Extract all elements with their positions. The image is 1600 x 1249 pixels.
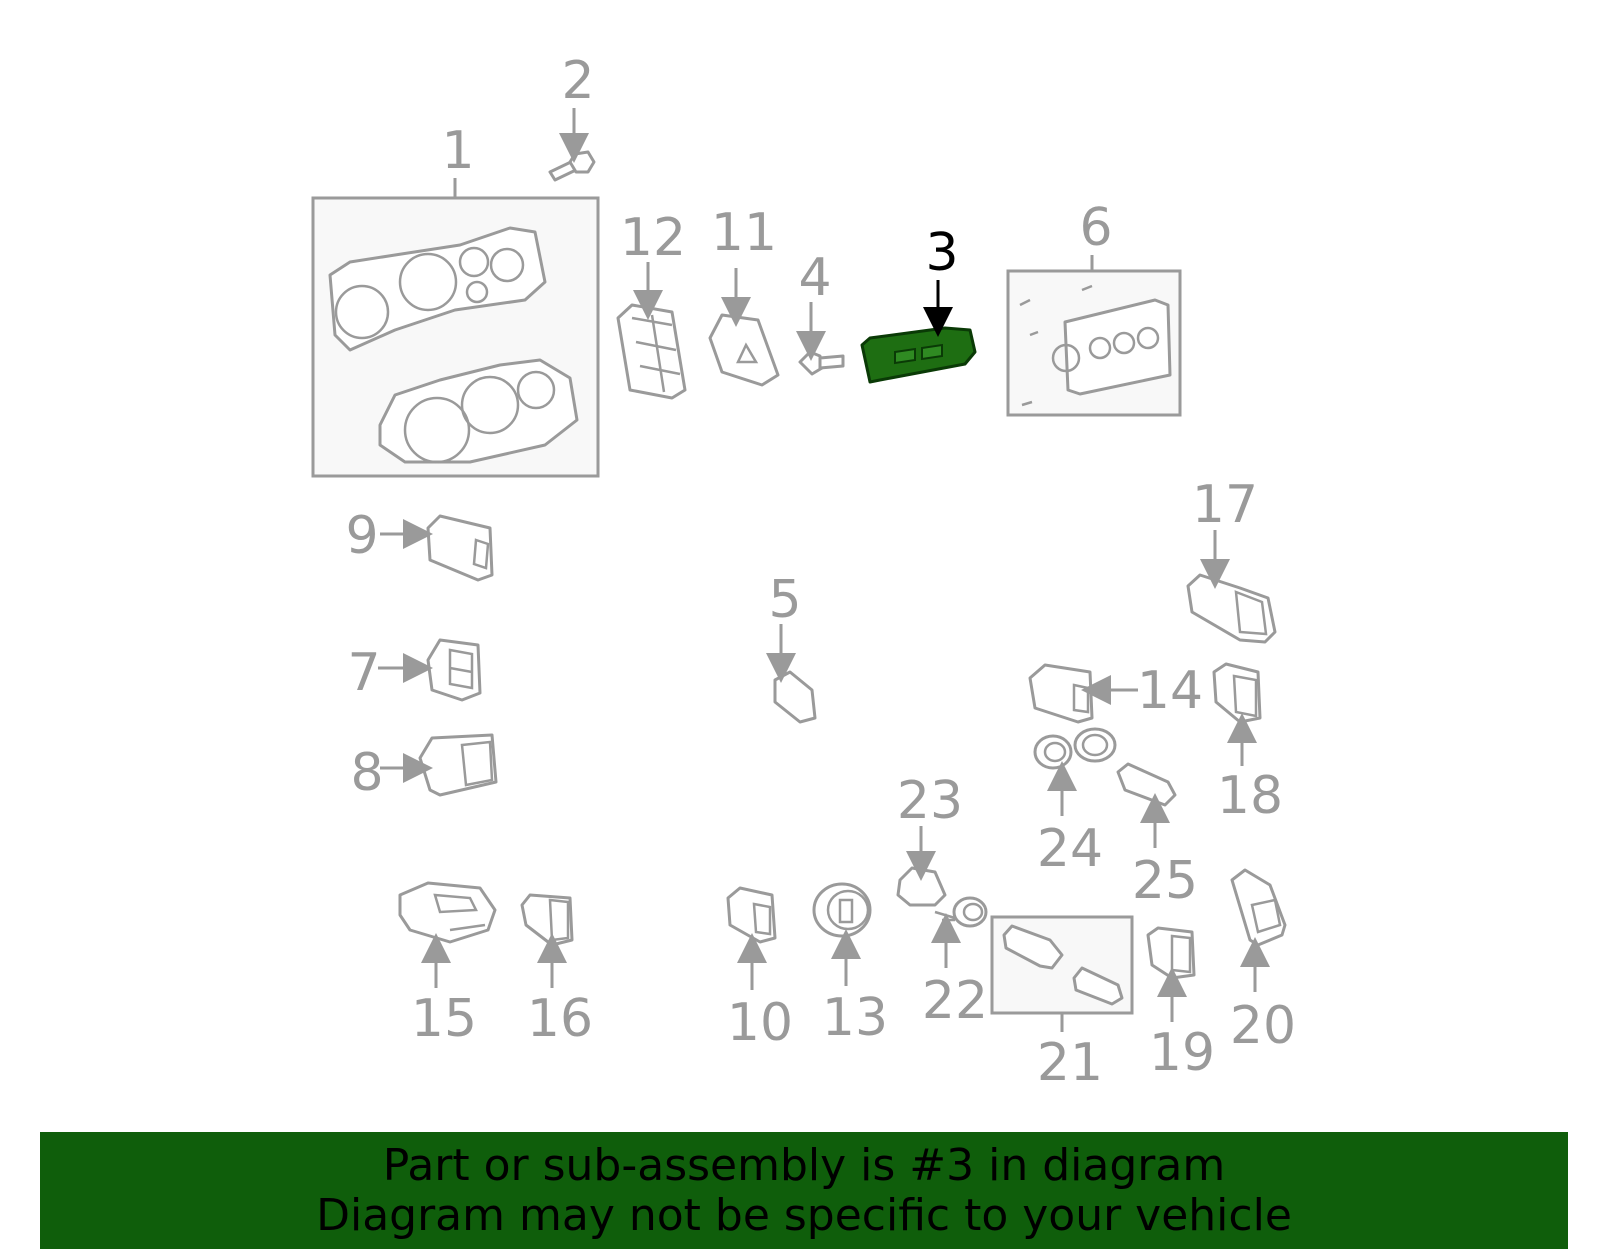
part-16-switch[interactable]: 16 [520,893,593,1049]
callout-2: 2 [561,51,594,111]
callout-22: 22 [922,971,988,1031]
callout-11: 11 [711,203,777,263]
part-8-switch[interactable]: 8 [350,733,498,803]
part-10-switch[interactable]: 10 [726,886,793,1053]
callout-17: 17 [1192,475,1258,535]
callout-1: 1 [441,121,474,181]
part-6-climate-control[interactable]: 6 [1006,198,1182,417]
callout-23: 23 [897,771,963,831]
callout-3: 3 [925,223,958,283]
part-18-switch[interactable]: 18 [1212,662,1283,826]
part-25-bracket[interactable]: 25 [1116,762,1198,911]
callout-5: 5 [768,570,801,630]
part-1-instrument-cluster[interactable]: 1 [311,121,600,478]
callout-6: 6 [1079,198,1112,258]
callout-12: 12 [620,208,686,268]
callout-19: 19 [1149,1023,1215,1083]
part-24-socket[interactable]: 24 [1033,727,1117,879]
part-2-bolt[interactable]: 2 [548,51,596,182]
part-4-screw[interactable]: 4 [796,248,845,376]
part-9-switch[interactable]: 9 [345,506,494,582]
callout-4: 4 [798,248,831,308]
callout-25: 25 [1132,851,1198,911]
part-11-hazard-switch[interactable]: 11 [708,203,780,387]
part-20-outlet[interactable]: 20 [1230,868,1296,1056]
part-7-switch[interactable]: 7 [347,638,482,703]
part-14-switch[interactable]: 14 [1028,661,1203,724]
callout-9: 9 [345,506,378,566]
callout-20: 20 [1230,996,1296,1056]
part-5-clip[interactable]: 5 [766,570,817,724]
callout-24: 24 [1037,819,1103,879]
callout-10: 10 [727,993,793,1053]
part-23-socket[interactable]: 23 [896,771,963,907]
part-21-sensor-kit[interactable]: 21 [990,915,1134,1093]
callout-8: 8 [350,743,383,803]
banner-line-2: Diagram may not be specific to your vehi… [316,1189,1292,1241]
part-13-knob[interactable]: 13 [812,882,888,1048]
callout-18: 18 [1217,766,1283,826]
callout-14: 14 [1137,661,1203,721]
part-15-module[interactable]: 15 [398,881,497,1049]
part-22-socket[interactable]: 22 [922,896,988,1031]
callout-15: 15 [411,989,477,1049]
info-banner: Part or sub-assembly is #3 in diagram Di… [40,1132,1568,1249]
part-17-switch[interactable]: 17 [1186,475,1277,644]
callout-16: 16 [527,989,593,1049]
callout-21: 21 [1037,1033,1103,1093]
part-19-switch[interactable]: 19 [1146,926,1215,1083]
callout-7: 7 [347,643,380,703]
banner-line-1: Part or sub-assembly is #3 in diagram [382,1139,1226,1191]
callout-13: 13 [822,988,888,1048]
part-12-switch[interactable]: 12 [616,208,687,400]
part-3-control-panel[interactable]: 3 [860,223,977,384]
